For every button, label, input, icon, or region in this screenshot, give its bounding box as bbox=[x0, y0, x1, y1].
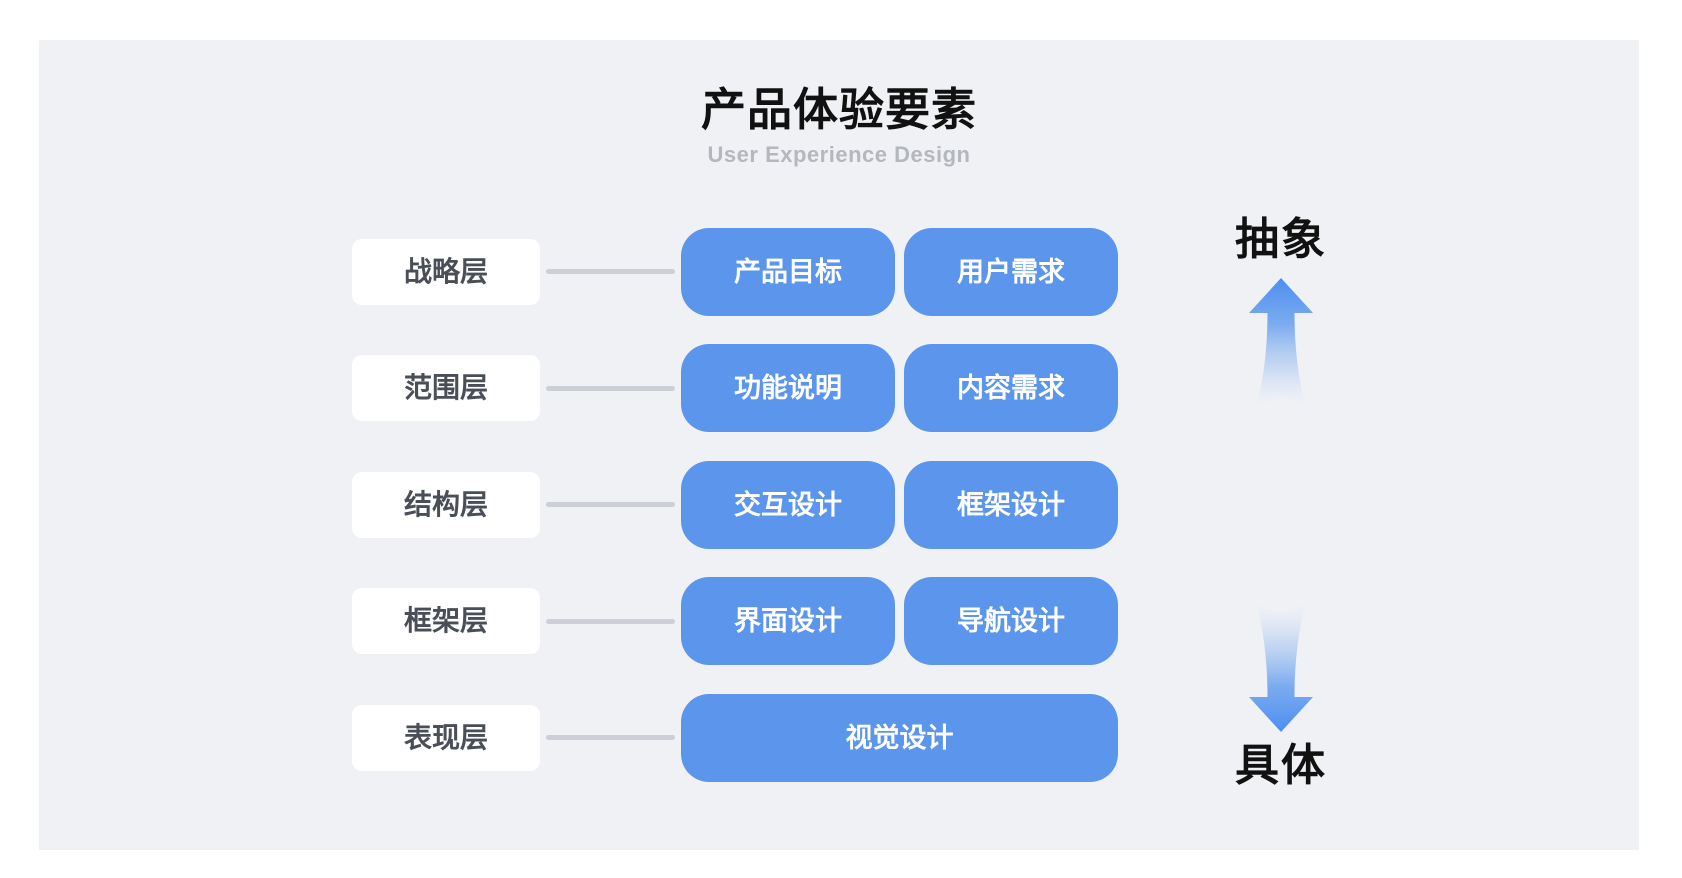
page-subtitle: User Experience Design bbox=[707, 142, 971, 167]
layer-label-surface: 表现层 bbox=[352, 705, 540, 771]
axis-label-abstract: 抽象 bbox=[1235, 215, 1327, 264]
node-functional-spec: 功能说明 bbox=[681, 344, 895, 432]
arrow-up-icon bbox=[1249, 278, 1313, 415]
page-title: 产品体验要素 bbox=[700, 84, 977, 135]
axis-label-concrete: 具体 bbox=[1235, 741, 1327, 790]
node-framework-design: 框架设计 bbox=[904, 461, 1118, 549]
node-interface-design: 界面设计 bbox=[681, 577, 895, 665]
connector-line-surface bbox=[546, 735, 675, 740]
node-visual-design: 视觉设计 bbox=[681, 694, 1118, 782]
node-content-requirement: 内容需求 bbox=[904, 344, 1118, 432]
node-navigation-design: 导航设计 bbox=[904, 577, 1118, 665]
node-interaction-design: 交互设计 bbox=[681, 461, 895, 549]
connector-line-strategy bbox=[546, 269, 675, 274]
connector-line-scope bbox=[546, 386, 675, 391]
layer-label-structure: 结构层 bbox=[352, 472, 540, 538]
layer-label-skeleton: 框架层 bbox=[352, 588, 540, 654]
arrow-down-icon bbox=[1249, 595, 1313, 732]
connector-line-structure bbox=[546, 502, 675, 507]
node-product-goal: 产品目标 bbox=[681, 228, 895, 316]
node-user-need: 用户需求 bbox=[904, 228, 1118, 316]
connector-line-skeleton bbox=[546, 619, 675, 624]
layer-label-strategy: 战略层 bbox=[352, 239, 540, 305]
layer-label-scope: 范围层 bbox=[352, 355, 540, 421]
